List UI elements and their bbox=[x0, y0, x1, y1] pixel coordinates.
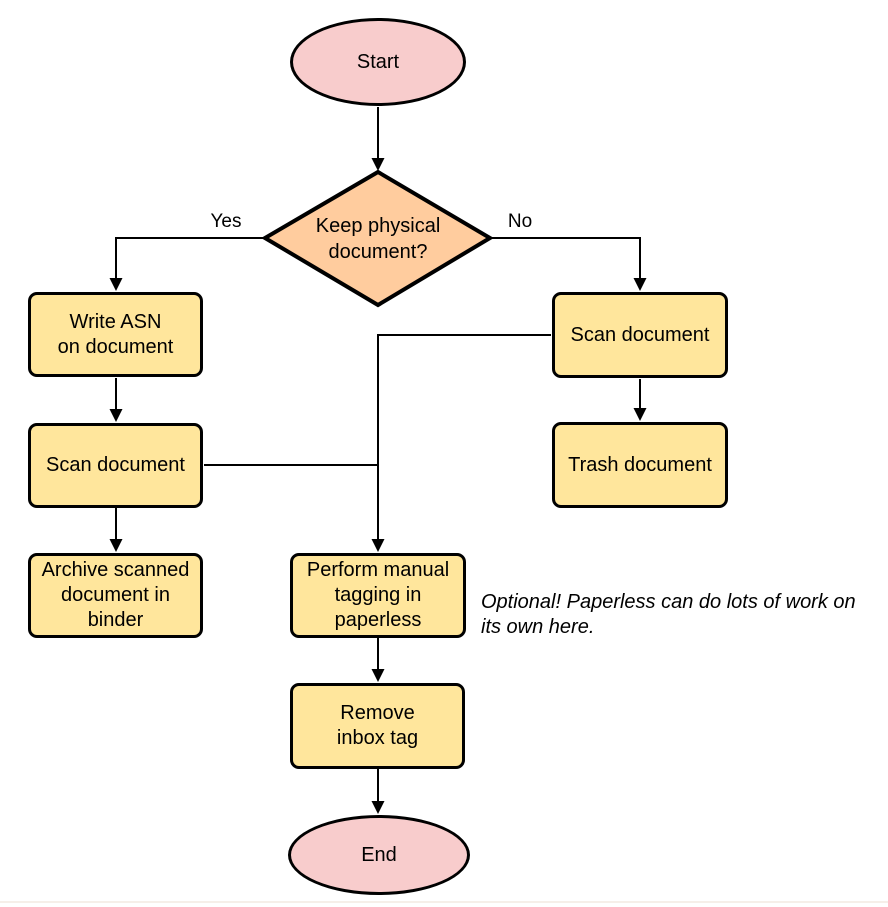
connector-scan-right-tagging bbox=[377, 334, 551, 540]
node-manual-tagging: Perform manual tagging in paperless bbox=[290, 553, 466, 638]
node-remove-inbox-tag: Remove inbox tag bbox=[290, 683, 465, 769]
connector-decision-scan-right bbox=[488, 237, 641, 279]
arrowhead-to-tagging bbox=[371, 539, 385, 552]
edge-label-no: No bbox=[507, 211, 533, 232]
arrowhead-to-decision bbox=[371, 158, 385, 171]
arrowhead-to-remove-inbox bbox=[371, 669, 385, 682]
edge-label-yes: Yes bbox=[210, 211, 242, 232]
node-decision-keep-physical: Keep physical document? bbox=[315, 215, 441, 263]
annotation-optional-note: Optional! Paperless can do lots of work … bbox=[481, 591, 856, 638]
arrowhead-to-write-asn bbox=[109, 278, 123, 291]
connector-decision-write-asn bbox=[115, 237, 267, 279]
node-trash-document: Trash document bbox=[552, 422, 728, 508]
node-scan-document-right: Scan document bbox=[552, 292, 728, 378]
arrowhead-to-archive bbox=[109, 539, 123, 552]
arrowhead-to-scan-right bbox=[633, 278, 647, 291]
arrowhead-to-end bbox=[371, 801, 385, 814]
bottom-rule bbox=[0, 901, 888, 903]
node-scan-document-left: Scan document bbox=[28, 423, 203, 508]
arrowhead-to-trash bbox=[633, 408, 647, 421]
node-start: Start bbox=[290, 18, 466, 106]
node-write-asn: Write ASN on document bbox=[28, 292, 203, 377]
arrowhead-to-scan-left bbox=[109, 409, 123, 422]
decision-diamond-shape bbox=[261, 169, 494, 308]
node-end: End bbox=[288, 815, 470, 895]
node-archive-binder: Archive scanned document in binder bbox=[28, 553, 203, 638]
